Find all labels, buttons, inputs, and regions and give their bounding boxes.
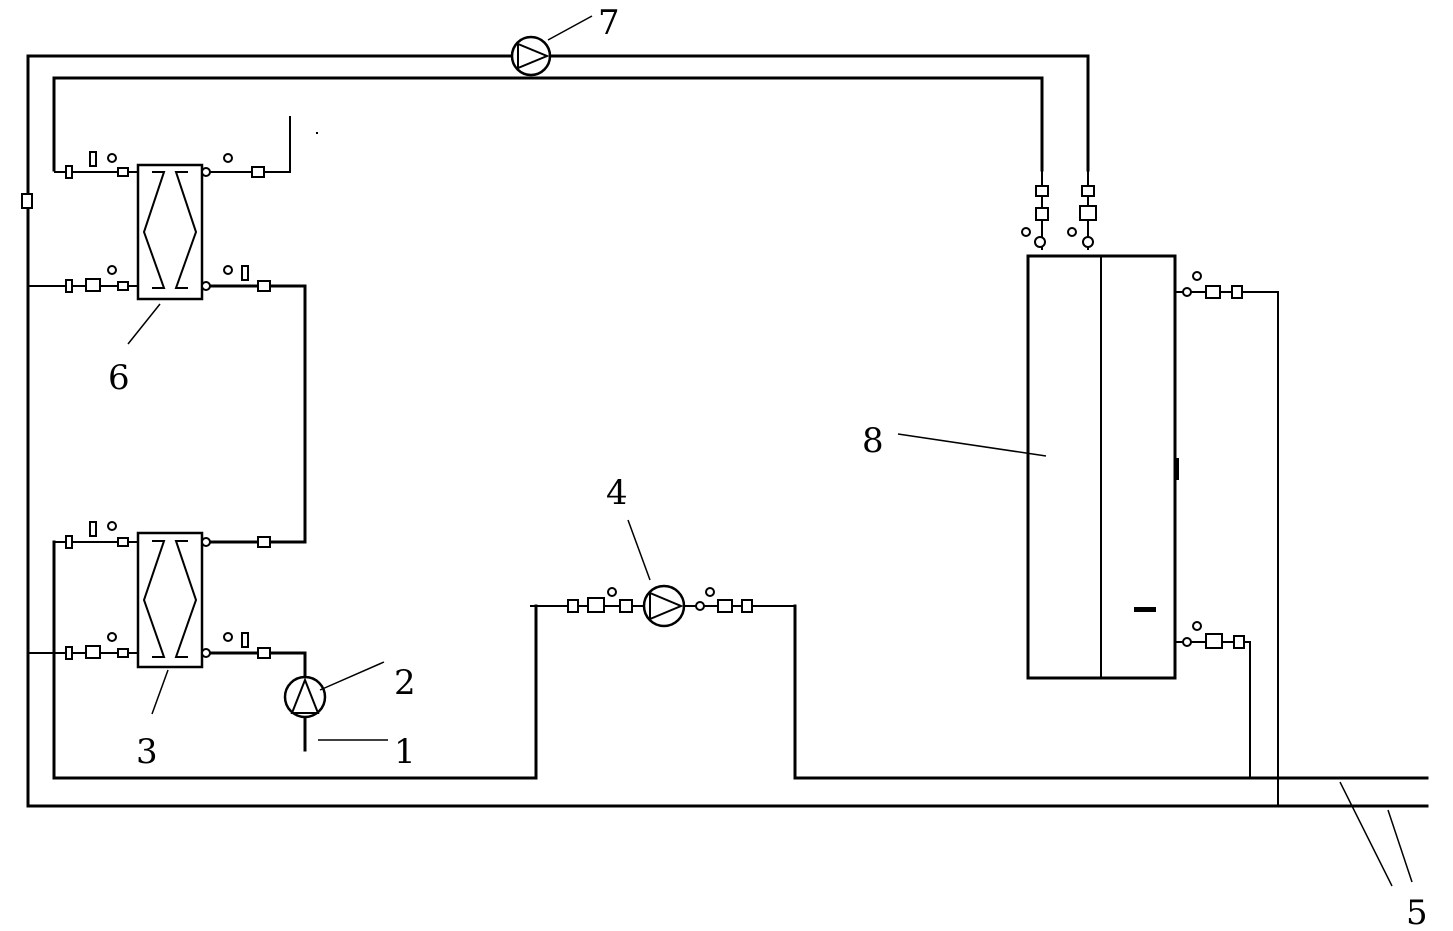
valve-fittings <box>65 96 1245 660</box>
label-7: 7 <box>598 3 620 43</box>
label-6: 6 <box>108 358 130 398</box>
label-5: 5 <box>1406 893 1428 931</box>
pump-2 <box>283 675 327 719</box>
label-4: 4 <box>606 473 628 513</box>
label-1: 1 <box>394 732 416 772</box>
pump-7 <box>510 35 552 77</box>
heat-exchanger-6 <box>136 163 204 301</box>
label-8: 8 <box>862 421 884 461</box>
label-3: 3 <box>136 732 158 772</box>
leader-lines <box>127 15 1413 887</box>
outer-loop-pipe <box>21 54 1429 808</box>
label-2: 2 <box>394 663 416 703</box>
hx3-piping <box>28 540 538 780</box>
heat-exchanger-3 <box>136 531 204 669</box>
pump-4 <box>642 584 686 628</box>
tank-8 <box>1026 254 1179 680</box>
pump4-line <box>530 604 1429 780</box>
inner-loop-pipe <box>52 76 1044 172</box>
